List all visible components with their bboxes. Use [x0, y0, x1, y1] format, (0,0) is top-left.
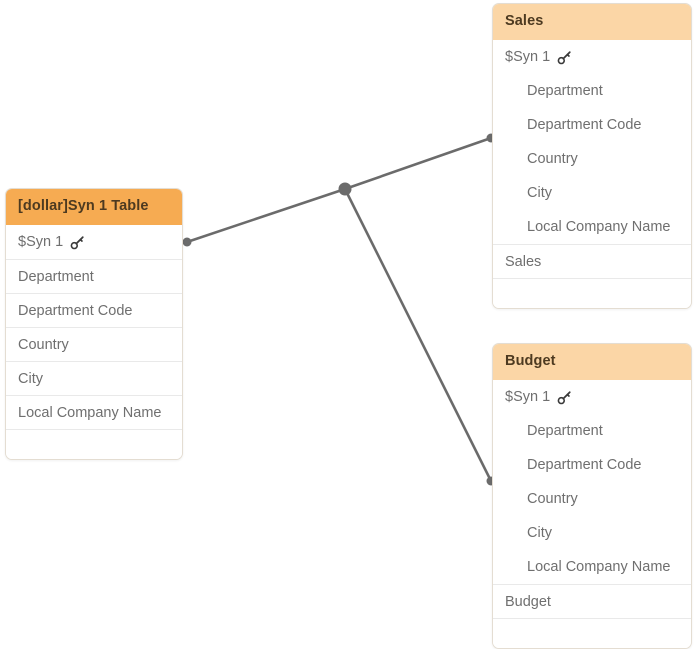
table-card-sales[interactable]: Sales $Syn 1 Department Department Code … — [492, 3, 692, 309]
field-row[interactable]: Department Code — [6, 292, 182, 327]
key-field-label-budget: $Syn 1 — [505, 388, 551, 405]
field-row[interactable]: Department Code — [527, 456, 642, 473]
table-card-budget[interactable]: Budget $Syn 1 Department Department Code… — [492, 343, 692, 649]
field-row[interactable]: City — [527, 184, 552, 201]
field-row[interactable]: Department Code — [527, 116, 642, 133]
field-row[interactable]: City — [527, 524, 552, 541]
field-row[interactable]: Country — [6, 326, 182, 361]
field-row[interactable]: Department — [527, 422, 603, 439]
association-link-junction-to-budget[interactable] — [343, 187, 493, 483]
key-field-row-syn[interactable]: $Syn 1 — [6, 225, 182, 259]
table-footer-spacer-budget — [493, 617, 691, 648]
key-icon — [557, 390, 572, 405]
table-title-sales: Sales — [493, 4, 691, 40]
key-field-label-sales: $Syn 1 — [505, 48, 551, 65]
key-icon — [557, 50, 572, 65]
field-row[interactable]: Country — [527, 150, 578, 167]
field-row[interactable]: Department — [527, 82, 603, 99]
table-footer-spacer-syn — [6, 428, 182, 459]
field-row[interactable]: Local Company Name — [527, 218, 671, 235]
key-icon — [70, 235, 85, 250]
table-title-syn: [dollar]Syn 1 Table — [6, 189, 182, 225]
link-endpoint-node-syn[interactable] — [182, 237, 192, 247]
association-link-syn-to-junction[interactable] — [185, 187, 347, 244]
field-row[interactable]: Local Company Name — [6, 394, 182, 429]
field-row[interactable]: Country — [527, 490, 578, 507]
table-body-syn: $Syn 1 Department Department Code Countr… — [6, 224, 182, 459]
table-body-budget: $Syn 1 Department Department Code Countr… — [493, 379, 691, 648]
table-title-budget: Budget — [493, 344, 691, 380]
table-footer-spacer-sales — [493, 277, 691, 308]
table-card-syn[interactable]: [dollar]Syn 1 Table $Syn 1 Department De… — [5, 188, 183, 460]
key-field-row-sales[interactable]: $Syn 1 — [493, 40, 691, 74]
field-row[interactable]: Department — [6, 258, 182, 293]
measure-row[interactable]: Budget — [493, 583, 691, 618]
field-row[interactable]: Local Company Name — [527, 558, 671, 575]
table-body-sales: $Syn 1 Department Department Code Countr… — [493, 39, 691, 308]
association-link-junction-to-sales[interactable] — [343, 136, 493, 191]
key-field-row-budget[interactable]: $Syn 1 — [493, 380, 691, 414]
measure-row[interactable]: Sales — [493, 243, 691, 278]
key-field-label-syn: $Syn 1 — [18, 233, 64, 250]
link-junction-node[interactable] — [338, 182, 352, 196]
field-row[interactable]: City — [6, 360, 182, 395]
